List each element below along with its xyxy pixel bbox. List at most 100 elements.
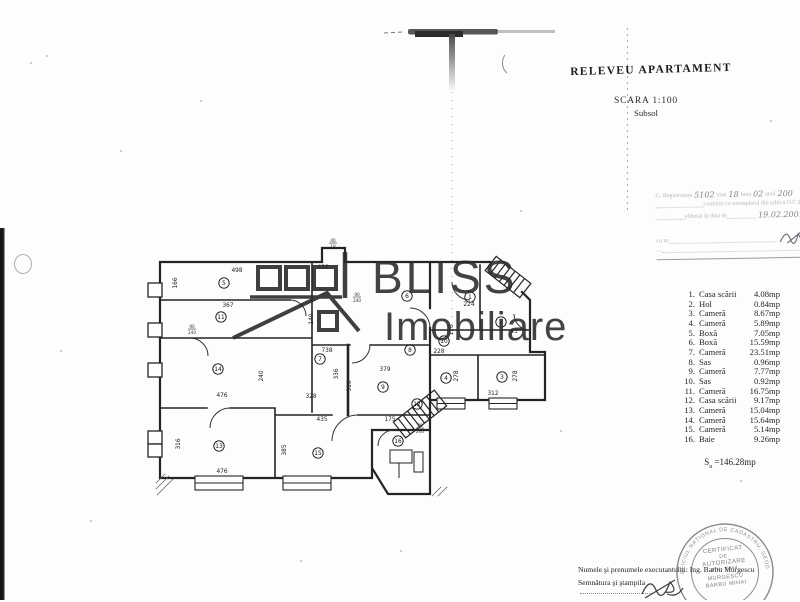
- door-size-bottom: 240: [416, 429, 424, 434]
- door-size-top: 90: [189, 324, 195, 329]
- room-number-circle: [401, 290, 413, 302]
- room-number-circle: [404, 344, 416, 356]
- room-area: 7.05mp: [753, 327, 780, 338]
- staircase-symbol: [392, 389, 448, 439]
- dimension-label: 166: [173, 277, 179, 288]
- registry-label: luna: [740, 191, 752, 198]
- dotted-leader: [655, 214, 685, 221]
- room-number-circle: [212, 363, 224, 375]
- room-area: 0.92mp: [753, 375, 780, 386]
- registry-row: G. Registratura 5102 ziua 18 luna 02 anu…: [655, 188, 800, 200]
- dimension-label: 228: [433, 349, 444, 355]
- dimension-label: 435: [316, 417, 327, 423]
- dotted-leader: [655, 201, 704, 209]
- door-arcs: [189, 281, 531, 447]
- dimension-label: 328: [305, 394, 316, 400]
- room-number: 15: [314, 451, 322, 457]
- door-size-top: 80: [417, 423, 423, 428]
- room-number-circle: [438, 335, 450, 347]
- room-name: Sas: [699, 375, 711, 386]
- dimension-label: 312: [487, 391, 498, 397]
- stamp-line: MURGESCU: [707, 573, 744, 583]
- stamp-line: BARBU MIHAI: [705, 579, 747, 589]
- room-index: 4.: [688, 317, 695, 328]
- room-index: 15.: [684, 424, 695, 435]
- bath-fixtures: [389, 449, 424, 478]
- registry-label: eliberat la data de: [684, 213, 728, 221]
- room-index: 16.: [684, 433, 695, 444]
- room-number-circle: [312, 447, 324, 459]
- dimension-label: 316: [347, 380, 353, 391]
- room-area: 9.26mp: [753, 433, 780, 444]
- room-number: 13: [215, 444, 223, 450]
- room-name: Cameră: [699, 424, 726, 435]
- room-index: 5.: [688, 327, 695, 338]
- dimension-label: 476: [216, 469, 227, 475]
- room-index: 11.: [684, 385, 695, 396]
- scan-smudges: [383, 28, 628, 330]
- room-number-circle: [215, 311, 227, 323]
- dotted-leader: [669, 235, 777, 244]
- registry-label: conform cu exemplarul din arhiva O.C.P.I…: [703, 199, 800, 208]
- dimension-label: 738: [321, 348, 332, 354]
- room-name: Cameră: [699, 317, 726, 328]
- signature-label: Semnătura şi ştampila: [578, 578, 646, 587]
- registry-label: ziua: [716, 192, 727, 199]
- door-size-bottom: 18: [330, 244, 336, 249]
- room-name: Baie: [699, 433, 715, 444]
- room-number-circle: [218, 277, 230, 289]
- room-number-circle: [440, 372, 452, 384]
- scan-speck: [520, 210, 522, 212]
- room-number: 7: [318, 357, 322, 363]
- stamp-line: CERTIFICAT: [703, 545, 743, 555]
- room-area: 4.08mp: [753, 289, 780, 299]
- scan-speck: [60, 350, 62, 352]
- watermark-imobiliare: Imobiliare: [384, 305, 568, 349]
- room-name: Hol: [699, 298, 712, 309]
- dimension-label: 224: [463, 302, 474, 308]
- room-index: 7.: [688, 346, 695, 357]
- registry-label: cu nr.: [656, 237, 670, 244]
- scan-edge-mark: [14, 254, 32, 274]
- registry-number-handwritten: 5102: [694, 190, 715, 200]
- room-number-circle: [464, 291, 476, 303]
- dimension-label: 379: [379, 367, 390, 373]
- stamp-line: B Nr. 0964: [711, 565, 738, 573]
- room-list-row: 16. Baie 9.26mp: [680, 433, 780, 445]
- room-number: 10: [440, 339, 448, 345]
- dimension-label: 110: [449, 324, 455, 335]
- room-index: 1.: [688, 289, 695, 299]
- watermark-bliss: BLISS: [372, 251, 518, 303]
- room-name: Cameră: [699, 346, 726, 357]
- exterior-stair-symbol: [484, 255, 532, 299]
- total-area: Su =146.28mp: [704, 457, 756, 470]
- stamp-line: AUTORIZARE: [702, 558, 746, 569]
- wall-piers: [147, 282, 163, 458]
- dimension-label: 175: [384, 417, 395, 423]
- room-list-row: 15. Cameră 5.14mp: [680, 425, 780, 435]
- registry-month-handwritten: 02: [752, 189, 764, 199]
- room-number: 14: [214, 367, 222, 373]
- registry-row: eliberat la data de 19.02.2001: [655, 209, 800, 221]
- room-area: 5.14mp: [753, 424, 780, 435]
- room-number: 12: [413, 402, 421, 408]
- room-number-circle: [411, 398, 423, 410]
- room-area: 16.75mp: [749, 385, 780, 396]
- dimension-label: 240: [259, 370, 265, 381]
- dimension-label: 367: [222, 303, 233, 309]
- dotted-leader: [727, 212, 757, 220]
- scan-speck: [300, 560, 302, 562]
- dimension-label: 385: [282, 444, 288, 455]
- room-index: 14.: [684, 414, 695, 425]
- room-number: 6: [405, 294, 409, 300]
- window-symbols: [194, 397, 518, 491]
- room-number: 2: [499, 320, 503, 326]
